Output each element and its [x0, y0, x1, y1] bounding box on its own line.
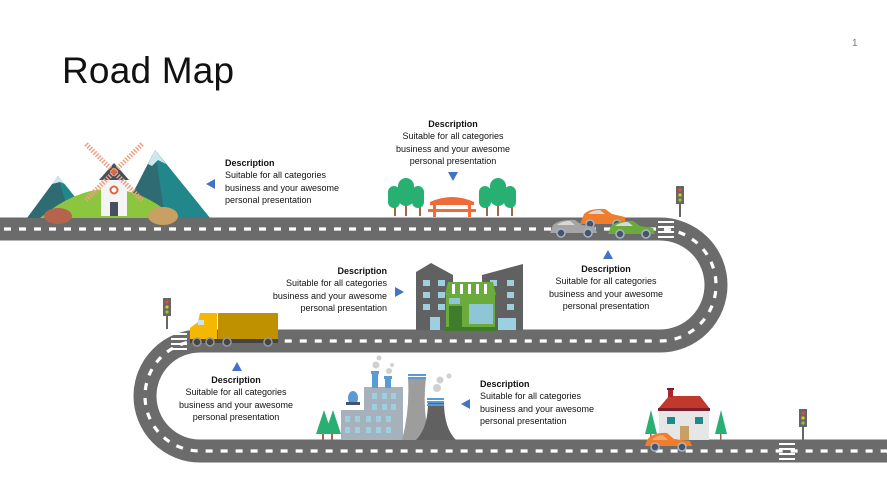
milestone-text: personal presentation: [225, 194, 312, 205]
tree-icon: [479, 178, 516, 216]
traffic-light-icon: [676, 186, 684, 217]
car-icon: [550, 219, 597, 238]
milestone-text: personal presentation: [300, 302, 387, 313]
tree-icon: [388, 178, 424, 216]
car-icon: [645, 432, 692, 452]
milestone-heading: Description: [225, 158, 275, 168]
milestone-truck: Description Suitable for all categories …: [166, 374, 306, 423]
building-icon: [416, 263, 523, 330]
shop-icon: [444, 282, 497, 331]
milestone-text: personal presentation: [480, 415, 567, 426]
traffic-light-icon: [799, 409, 807, 440]
milestone-factory: Description Suitable for all categories …: [480, 378, 594, 427]
factory-icon: [341, 355, 456, 440]
milestone-heading: Description: [428, 119, 478, 129]
milestone-heading: Description: [337, 266, 387, 276]
milestone-text: Suitable for all categories: [402, 131, 504, 142]
milestone-text: personal presentation: [562, 300, 650, 311]
milestone-text: Suitable for all categories: [555, 276, 657, 287]
house-icon: [658, 388, 710, 440]
tree-icon: [316, 410, 341, 440]
arrow-right-icon: [395, 287, 404, 297]
crosswalk-bottom: [779, 443, 795, 460]
slide-title: Road Map: [62, 50, 235, 91]
milestone-shop: Description Suitable for all categories …: [247, 265, 387, 314]
milestone-windmill: Description Suitable for all categories …: [225, 157, 339, 206]
milestone-text: business and your awesome: [272, 290, 387, 301]
arrow-left-icon: [461, 399, 470, 409]
arrow-left-icon: [206, 179, 215, 189]
crosswalk-middle: [171, 333, 187, 350]
milestone-text: Suitable for all categories: [225, 170, 327, 181]
arrow-up-icon: [232, 362, 242, 371]
milestone-heading: Description: [211, 375, 261, 385]
arrow-down-icon: [448, 172, 458, 181]
bench-icon: [428, 197, 476, 217]
road: [0, 217, 887, 463]
milestone-text: Suitable for all categories: [185, 387, 287, 398]
milestone-text: business and your awesome: [480, 403, 595, 414]
milestone-heading: Description: [480, 379, 530, 389]
traffic-light-icon: [163, 298, 171, 329]
milestone-text: Suitable for all categories: [285, 278, 387, 289]
milestone-heading: Description: [581, 264, 631, 274]
milestone-text: personal presentation: [409, 155, 497, 166]
car-icon: [608, 220, 655, 239]
milestone-text: business and your awesome: [178, 399, 294, 410]
milestone-text: business and your awesome: [225, 182, 340, 193]
milestone-text: Suitable for all categories: [480, 391, 582, 402]
milestone-text: personal presentation: [192, 411, 280, 422]
milestone-traffic: Description Suitable for all categories …: [536, 263, 676, 312]
crosswalk-top: [658, 221, 674, 238]
milestone-park: Description Suitable for all categories …: [383, 118, 523, 167]
milestone-text: business and your awesome: [395, 143, 511, 154]
milestone-text: business and your awesome: [548, 288, 664, 299]
truck-icon: [190, 313, 278, 347]
windmill-icon: [84, 142, 144, 216]
arrow-up-icon: [603, 250, 613, 259]
page-number: 1: [852, 38, 858, 49]
mountain-icon: [27, 150, 210, 225]
